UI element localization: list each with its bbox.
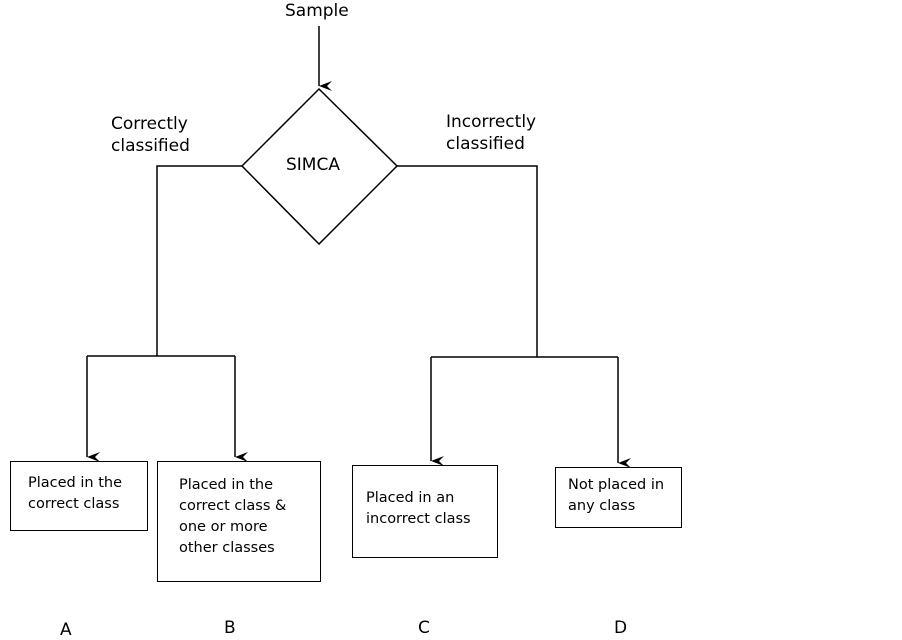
outcome-letter-a: A <box>60 620 72 640</box>
simca-label: SIMCA <box>286 155 340 175</box>
outcome-letter-d: D <box>614 618 628 638</box>
outcome-box-c: Placed in an incorrect class <box>352 465 498 558</box>
outcome-letter-c: C <box>418 618 430 638</box>
incorrect-branch-line <box>397 165 538 357</box>
simca-decision-diamond <box>240 87 399 246</box>
outcome-box-b: Placed in the correct class & one or mor… <box>157 461 321 582</box>
outcome-box-a: Placed in the correct class <box>10 461 148 531</box>
sample-label: Sample <box>285 1 349 21</box>
outcome-box-d: Not placed in any class <box>555 467 682 528</box>
outcome-letter-b: B <box>224 618 236 638</box>
correctly-classified-label: Correctly classified <box>111 114 190 156</box>
incorrectly-classified-label: Incorrectly classified <box>446 112 537 154</box>
correct-branch-line <box>156 165 242 356</box>
